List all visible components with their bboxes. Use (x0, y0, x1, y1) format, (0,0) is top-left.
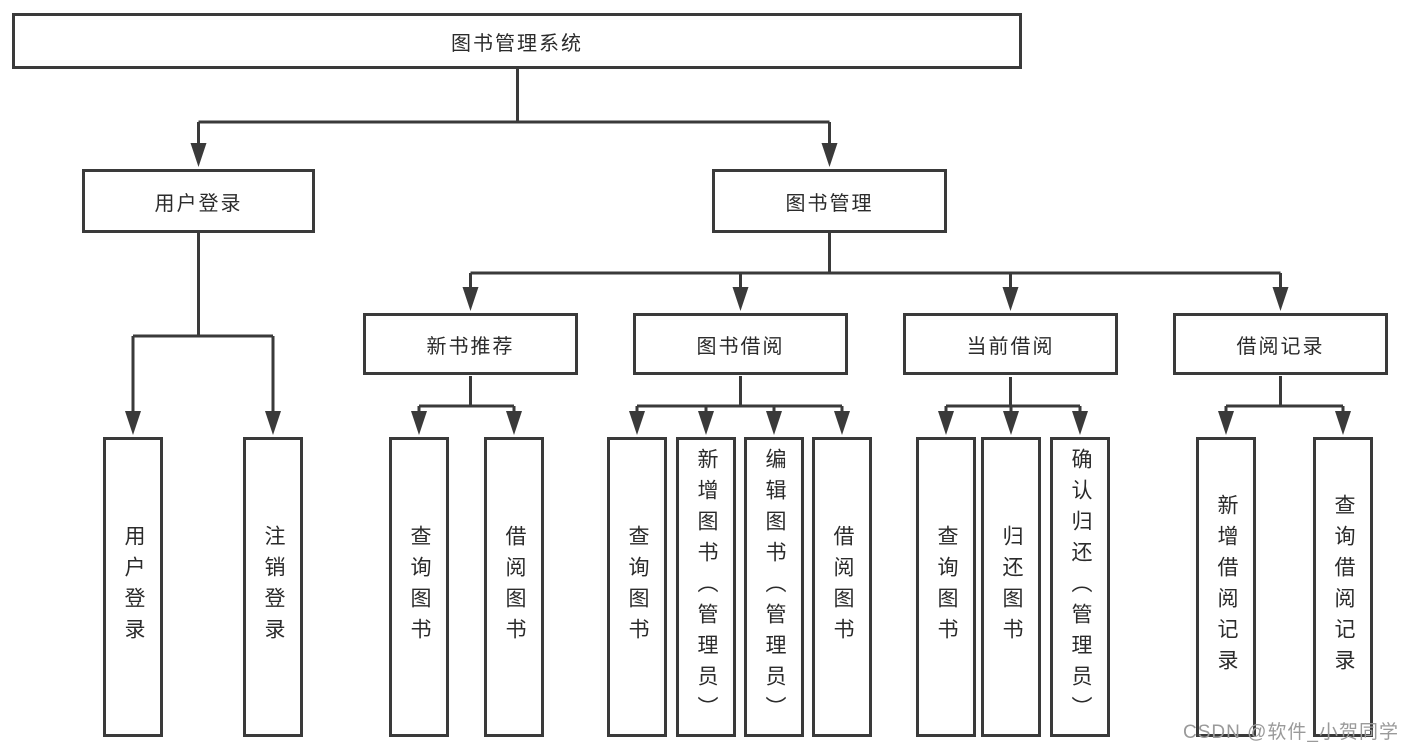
arrow-down-icon (938, 411, 954, 435)
watermark: CSDN @软件_小贺同学 (1183, 722, 1399, 743)
leaf-borrow-books: 借阅图书 (812, 437, 872, 737)
node-current-borrow: 当前借阅 (903, 313, 1118, 375)
arrow-down-icon (1003, 411, 1019, 435)
node-borrow-records: 借阅记录 (1173, 313, 1388, 375)
arrow-down-icon (1335, 411, 1351, 435)
leaf-edit-books-admin: 编辑图书（管理员） (744, 437, 804, 737)
leaf-query-books-current: 查询图书 (916, 437, 976, 737)
leaf-add-books-admin: 新增图书（管理员） (676, 437, 736, 737)
arrow-down-icon (834, 411, 850, 435)
node-book-borrow: 图书借阅 (633, 313, 848, 375)
leaf-confirm-return-admin: 确认归还（管理员） (1050, 437, 1110, 737)
node-user-login: 用户登录 (82, 169, 315, 233)
leaf-logout: 注销登录 (243, 437, 303, 737)
leaf-return-books: 归还图书 (981, 437, 1041, 737)
arrow-down-icon (732, 287, 749, 311)
node-new-book-recommend: 新书推荐 (363, 313, 578, 375)
leaf-borrow-books-recommend: 借阅图书 (484, 437, 544, 737)
arrow-down-icon (265, 411, 281, 435)
arrow-down-icon (125, 411, 141, 435)
arrow-down-icon (411, 411, 427, 435)
connector-line (417, 376, 516, 413)
connector-line (944, 377, 1082, 413)
arrow-down-icon (506, 411, 522, 435)
arrow-down-icon (1002, 287, 1019, 311)
leaf-user-login: 用户登录 (103, 437, 163, 737)
arrow-down-icon (190, 143, 207, 167)
leaf-add-borrow-record: 新增借阅记录 (1196, 437, 1256, 737)
leaf-query-borrow-record: 查询借阅记录 (1313, 437, 1373, 737)
arrow-down-icon (629, 411, 645, 435)
arrow-down-icon (766, 411, 782, 435)
connector-line (197, 69, 831, 146)
node-book-management: 图书管理 (712, 169, 947, 233)
connector-line (131, 233, 275, 413)
arrow-down-icon (462, 287, 479, 311)
arrow-down-icon (1272, 287, 1289, 311)
leaf-query-books-recommend: 查询图书 (389, 437, 449, 737)
arrow-down-icon (1072, 411, 1088, 435)
leaf-query-books-borrow: 查询图书 (607, 437, 667, 737)
connector-line (1224, 376, 1345, 413)
arrow-down-icon (1218, 411, 1234, 435)
connector-line (635, 376, 844, 413)
node-library-management-system: 图书管理系统 (12, 13, 1022, 69)
connector-line (469, 233, 1282, 289)
arrow-down-icon (698, 411, 714, 435)
arrow-down-icon (821, 143, 838, 167)
